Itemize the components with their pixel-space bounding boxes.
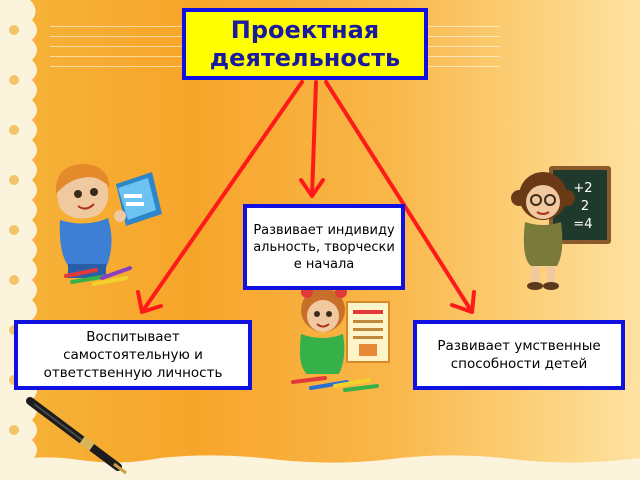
node-center-text: Развивает индивидуальность, творческие н… xyxy=(253,222,395,272)
arrow-to-right-box xyxy=(324,80,476,314)
girl-with-certificate-illustration xyxy=(291,286,390,392)
blackboard-line-1: +2 xyxy=(573,181,592,196)
node-right: Развивает умственные способности детей xyxy=(413,320,625,390)
diagram-title: Проектная деятельность xyxy=(209,16,401,72)
pen-icon xyxy=(26,397,127,475)
girl-at-blackboard-illustration: +2 2 =4 xyxy=(511,166,611,290)
node-center: Развивает индивидуальность, творческие н… xyxy=(243,204,405,290)
boy-reading-illustration xyxy=(55,164,162,286)
blackboard-line-3: =4 xyxy=(573,217,592,232)
title-box: Проектная деятельность xyxy=(182,8,428,80)
bottom-paper-edge xyxy=(0,455,640,480)
node-left: Воспитывает самостоятельную и ответствен… xyxy=(14,320,252,390)
node-left-text: Воспитывает самостоятельную и ответствен… xyxy=(43,329,223,381)
node-right-text: Развивает умственные способности детей xyxy=(437,338,601,372)
blackboard-line-2: 2 xyxy=(581,199,589,214)
arrow-to-center-box xyxy=(299,80,325,198)
arrow-to-left-box xyxy=(136,80,304,314)
